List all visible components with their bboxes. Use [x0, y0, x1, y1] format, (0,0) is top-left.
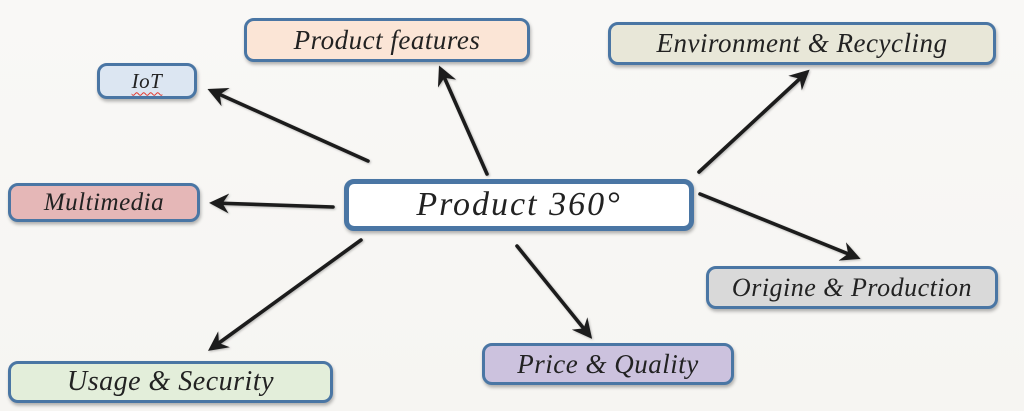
node-environment-recycling[interactable]: Environment & Recycling: [608, 22, 996, 65]
node-price-quality-label: Price & Quality: [517, 348, 699, 379]
arrow-to-environment-recycling: [697, 69, 810, 174]
node-product-features-label: Product features: [293, 24, 481, 55]
node-environment-recycling-label: Environment & Recycling: [656, 28, 948, 58]
arrow-to-multimedia: [209, 193, 335, 214]
arrow-to-product-features: [437, 65, 489, 176]
node-product-features[interactable]: Product features: [244, 18, 530, 62]
arrow-to-price-quality: [515, 244, 593, 339]
node-origine-production-label: Origine & Production: [731, 272, 973, 302]
node-multimedia-label: Multimedia: [43, 188, 165, 216]
arrow-to-origine-production: [698, 192, 861, 261]
node-origine-production[interactable]: Origine & Production: [706, 266, 998, 309]
node-usage-security[interactable]: Usage & Security: [8, 361, 333, 403]
node-iot[interactable]: IoT: [97, 63, 197, 99]
node-product-360[interactable]: Product 360°: [344, 179, 694, 231]
node-usage-security-label: Usage & Security: [66, 366, 275, 397]
node-product-360-label: Product 360°: [416, 186, 622, 223]
arrow-to-usage-security: [207, 238, 363, 351]
node-price-quality[interactable]: Price & Quality: [482, 343, 734, 385]
arrow-to-iot: [207, 88, 370, 163]
node-multimedia[interactable]: Multimedia: [8, 183, 200, 222]
node-iot-label: IoT: [131, 68, 163, 93]
